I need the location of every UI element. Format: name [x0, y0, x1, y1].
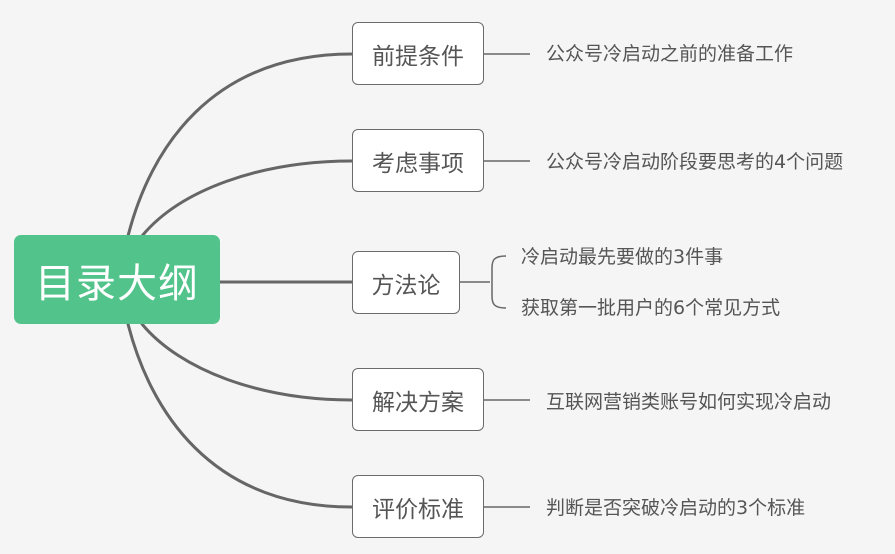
connector-branch-3-bracket — [460, 255, 507, 309]
connector-root-to-branch-1 — [126, 52, 354, 238]
branch-node-label: 评价标准 — [372, 496, 464, 523]
branch-node-solutions[interactable]: 解决方案 — [352, 368, 484, 431]
leaf-node[interactable]: 互联网营销类账号如何实现冷启动 — [546, 391, 832, 413]
branch-node-methodology[interactable]: 方法论 — [352, 251, 460, 314]
branch-node-label: 方法论 — [371, 272, 441, 299]
branch-node-evaluation[interactable]: 评价标准 — [352, 475, 484, 538]
leaf-node[interactable]: 公众号冷启动阶段要思考的4个问题 — [546, 151, 844, 173]
leaf-node[interactable]: 冷启动最先要做的3件事 — [521, 246, 724, 268]
branch-node-label: 解决方案 — [372, 389, 464, 416]
branch-node-label: 考虑事项 — [372, 150, 464, 177]
leaf-node[interactable]: 获取第一批用户的6个常见方式 — [521, 297, 781, 319]
branch-node-label: 前提条件 — [372, 43, 464, 70]
root-node[interactable]: 目录大纲 — [14, 235, 220, 324]
connector-root-to-branch-5 — [126, 322, 354, 509]
connector-root-to-branch-2 — [140, 159, 354, 238]
branch-node-prerequisites[interactable]: 前提条件 — [352, 22, 484, 85]
leaf-node[interactable]: 公众号冷启动之前的准备工作 — [546, 43, 794, 65]
leaf-node[interactable]: 判断是否突破冷启动的3个标准 — [546, 497, 806, 519]
connector-root-to-branch-4 — [140, 322, 354, 402]
branch-node-considerations[interactable]: 考虑事项 — [352, 129, 484, 192]
root-node-label: 目录大纲 — [35, 260, 199, 307]
